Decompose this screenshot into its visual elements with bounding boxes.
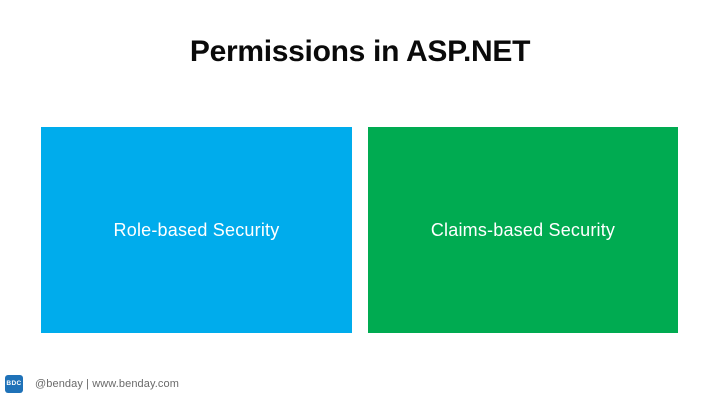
- role-based-security-box: Role-based Security: [41, 127, 352, 333]
- claims-based-security-box: Claims-based Security: [368, 127, 678, 333]
- slide-title: Permissions in ASP.NET: [189, 35, 531, 68]
- bdc-logo-icon: BDC: [5, 375, 23, 393]
- role-based-security-label: Role-based Security: [113, 219, 280, 240]
- footer-contact-text: @benday | www.benday.com: [35, 378, 180, 390]
- bdc-logo-text: BDC: [6, 379, 22, 387]
- footer: BDC @benday | www.benday.com: [5, 375, 179, 393]
- claims-based-security-label: Claims-based Security: [430, 219, 616, 240]
